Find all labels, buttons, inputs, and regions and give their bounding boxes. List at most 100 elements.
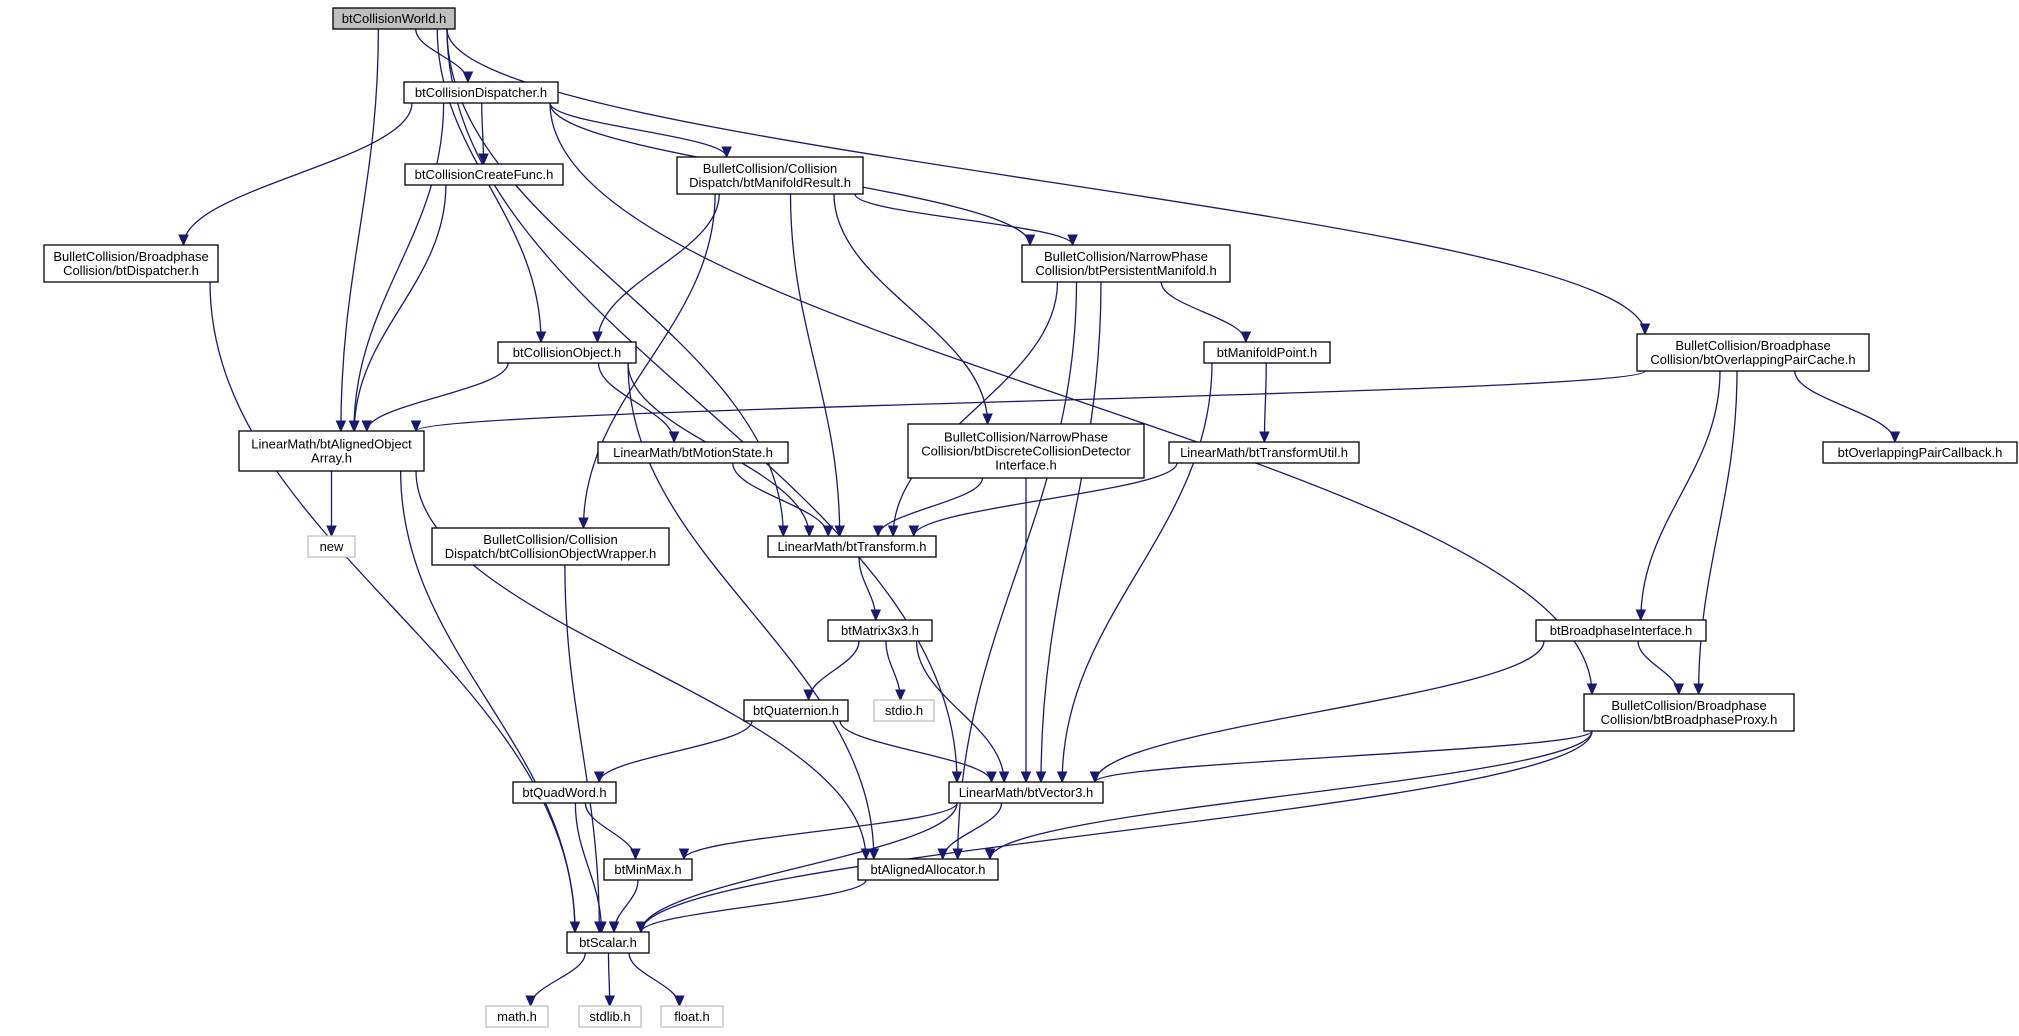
edge-dispatcher-to-btdispatcher <box>178 102 413 247</box>
node-alignedallocator[interactable]: btAlignedAllocator.h <box>857 858 999 881</box>
node-label: btCollisionCreateFunc.h <box>415 167 554 182</box>
node-objectwrapper[interactable]: BulletCollision/CollisionDispatch/btColl… <box>431 527 670 566</box>
node-label: Dispatch/btCollisionObjectWrapper.h <box>445 546 656 561</box>
node-manifoldresult[interactable]: BulletCollision/CollisionDispatch/btMani… <box>676 156 864 195</box>
arrowhead <box>868 848 880 861</box>
edge-scalar-to-float <box>628 952 685 1008</box>
arrowhead <box>178 234 189 247</box>
edge-transformutil-to-transform <box>908 462 1178 538</box>
edge-dispatcher-to-broadphaseproxy <box>549 102 1598 696</box>
node-label: BulletCollision/Broadphase <box>1611 698 1766 713</box>
edge-line <box>833 193 989 425</box>
node-label: BulletCollision/NarrowPhase <box>1044 249 1208 264</box>
edge-line <box>353 184 447 432</box>
node-label: BulletCollision/Collision <box>703 161 837 176</box>
edge-matrix3x3-to-stdio <box>885 640 906 702</box>
arrowhead <box>895 689 906 702</box>
edge-line <box>549 102 728 158</box>
arrowhead <box>326 525 337 538</box>
node-overlappingpaircache[interactable]: BulletCollision/BroadphaseCollision/btOv… <box>1636 333 1870 372</box>
node-btdispatcher[interactable]: BulletCollision/BroadphaseCollision/btDi… <box>43 244 219 283</box>
node-box <box>1168 441 1360 464</box>
edge-matrix3x3-to-quaternion <box>803 640 860 702</box>
arrowhead <box>525 995 536 1008</box>
edge-collisionobject-to-motionstate <box>597 362 680 444</box>
edge-overlappingpaircache-to-alignedobjectarray <box>410 370 1646 433</box>
arrowhead <box>608 921 620 934</box>
edge-line <box>1637 640 1680 695</box>
node-stdio: stdio.h <box>873 699 935 722</box>
node-discretedetector[interactable]: BulletCollision/NarrowPhaseCollision/btD… <box>907 423 1145 479</box>
node-vector3[interactable]: LinearMath/btVector3.h <box>948 781 1104 804</box>
edge-quadword-to-minmax <box>584 802 641 861</box>
node-label: Interface.h <box>995 458 1056 473</box>
node-transform[interactable]: LinearMath/btTransform.h <box>767 535 937 558</box>
arrowhead <box>596 921 607 934</box>
arrowhead <box>1089 771 1101 784</box>
edge-line <box>209 281 576 933</box>
node-paircallback[interactable]: btOverlappingPairCallback.h <box>1822 441 2018 464</box>
node-root[interactable]: btCollisionWorld.h <box>332 7 456 30</box>
node-createfunc[interactable]: btCollisionCreateFunc.h <box>404 163 564 186</box>
node-transformutil[interactable]: LinearMath/btTransformUtil.h <box>1168 441 1360 464</box>
node-box <box>907 423 1145 479</box>
node-quaternion[interactable]: btQuaternion.h <box>743 699 849 722</box>
edge-line <box>683 802 958 860</box>
node-box <box>512 781 617 804</box>
node-broadphaseinterface[interactable]: btBroadphaseInterface.h <box>1535 619 1707 642</box>
node-box <box>403 81 559 104</box>
node-dispatcher[interactable]: btCollisionDispatcher.h <box>403 81 559 104</box>
edge-dispatcher-to-createfunc <box>478 102 489 166</box>
node-label: float.h <box>674 1009 709 1024</box>
node-label: btScalar.h <box>579 935 637 950</box>
edge-scalar-to-stdlib <box>604 952 615 1008</box>
node-new: new <box>307 535 356 558</box>
node-collisionobject[interactable]: btCollisionObject.h <box>497 341 637 364</box>
node-label: btAlignedAllocator.h <box>871 862 986 877</box>
arrowhead <box>887 525 899 538</box>
edge-manifoldresult-to-persistentmanifold <box>854 193 1078 247</box>
arrowhead <box>822 525 834 538</box>
edge-line <box>446 28 1646 335</box>
edge-matrix3x3-to-vector3 <box>915 640 1010 784</box>
edge-line <box>549 102 1593 695</box>
node-box <box>597 441 789 464</box>
edge-line <box>915 640 1005 783</box>
node-label: btQuadWord.h <box>522 785 606 800</box>
arrowhead <box>1259 431 1270 444</box>
edge-line <box>807 640 860 701</box>
edge-alignedallocator-to-scalar <box>635 879 867 934</box>
edge-line <box>1094 640 1545 783</box>
arrowhead <box>569 921 581 934</box>
node-broadphaseproxy[interactable]: BulletCollision/BroadphaseCollision/btBr… <box>1583 693 1795 732</box>
edge-vector3-to-alignedallocator <box>937 802 1003 861</box>
node-label: LinearMath/btAlignedObject <box>251 437 412 452</box>
edge-vector3-to-minmax <box>678 802 958 861</box>
edge-line <box>854 193 1074 246</box>
node-manifoldpoint[interactable]: btManifoldPoint.h <box>1203 341 1331 364</box>
node-box <box>1636 333 1870 372</box>
arrowhead <box>803 525 815 538</box>
node-box <box>603 858 693 881</box>
node-label: stdlib.h <box>589 1009 630 1024</box>
node-matrix3x3[interactable]: btMatrix3x3.h <box>827 619 933 642</box>
node-label: Dispatch/btManifoldResult.h <box>689 175 851 190</box>
node-motionstate[interactable]: LinearMath/btMotionState.h <box>597 441 789 464</box>
node-quadword[interactable]: btQuadWord.h <box>512 781 617 804</box>
edge-root-to-vector3 <box>446 28 963 784</box>
node-label: Collision/btOverlappingPairCache.h <box>1650 352 1855 367</box>
arrowhead <box>1067 234 1078 247</box>
edge-line <box>574 802 603 933</box>
arrowhead <box>674 995 685 1008</box>
node-box <box>404 163 564 186</box>
edge-root-to-alignedobjectarray <box>335 28 380 433</box>
arrowhead <box>870 609 882 622</box>
arrowhead <box>335 420 347 433</box>
node-label: btCollisionDispatcher.h <box>415 85 547 100</box>
edge-overlappingpaircache-to-broadphaseproxy <box>1693 370 1738 696</box>
node-minmax[interactable]: btMinMax.h <box>603 858 693 881</box>
node-persistentmanifold[interactable]: BulletCollision/NarrowPhaseCollision/btP… <box>1021 244 1231 283</box>
node-scalar[interactable]: btScalar.h <box>566 931 650 954</box>
